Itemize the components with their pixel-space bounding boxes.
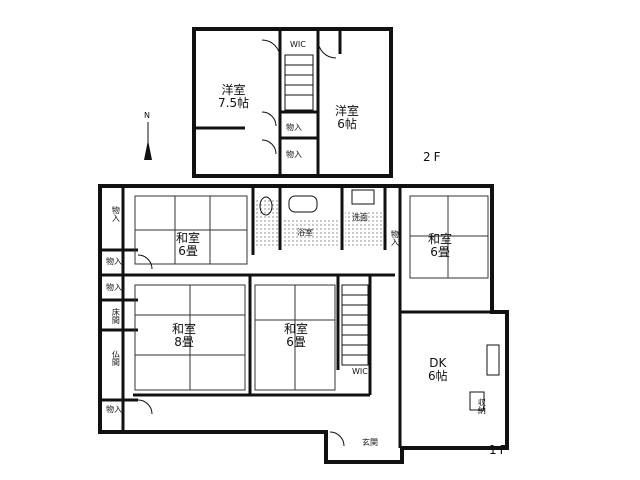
north-mark: N bbox=[144, 111, 150, 120]
wic-1f-label: WIC bbox=[352, 367, 368, 376]
floor-label-2f: 2F bbox=[423, 150, 444, 164]
bath-floor bbox=[283, 218, 339, 248]
storage-2f-a: 物入 bbox=[286, 123, 302, 132]
storage-2f-b: 物入 bbox=[286, 150, 302, 159]
floor2-outline bbox=[192, 27, 393, 178]
altar-label: 仏間 bbox=[111, 350, 121, 366]
storage-1f-sw: 物入 bbox=[106, 405, 122, 414]
toilet-floor bbox=[256, 200, 278, 248]
entrance-label: 玄関 bbox=[362, 438, 378, 447]
wic-2f-label: WIC bbox=[290, 40, 306, 49]
alcove-label: 床間 bbox=[111, 308, 121, 324]
floor1-outline bbox=[98, 184, 509, 464]
floor-label-1f: 1F bbox=[489, 443, 510, 457]
washroom-floor bbox=[345, 210, 383, 248]
kitchen-storage-label: 収納 bbox=[477, 398, 487, 414]
north-arrow-icon bbox=[144, 122, 152, 160]
storage-1f-w1: 物入 bbox=[106, 257, 122, 266]
bath-label: 浴室 bbox=[297, 228, 313, 237]
storage-1f-w2: 物入 bbox=[106, 283, 122, 292]
storage-1f-nw: 物入 bbox=[111, 206, 121, 222]
storage-1f-ne: 物入 bbox=[390, 230, 400, 246]
washroom-label: 洗面 bbox=[352, 213, 368, 222]
